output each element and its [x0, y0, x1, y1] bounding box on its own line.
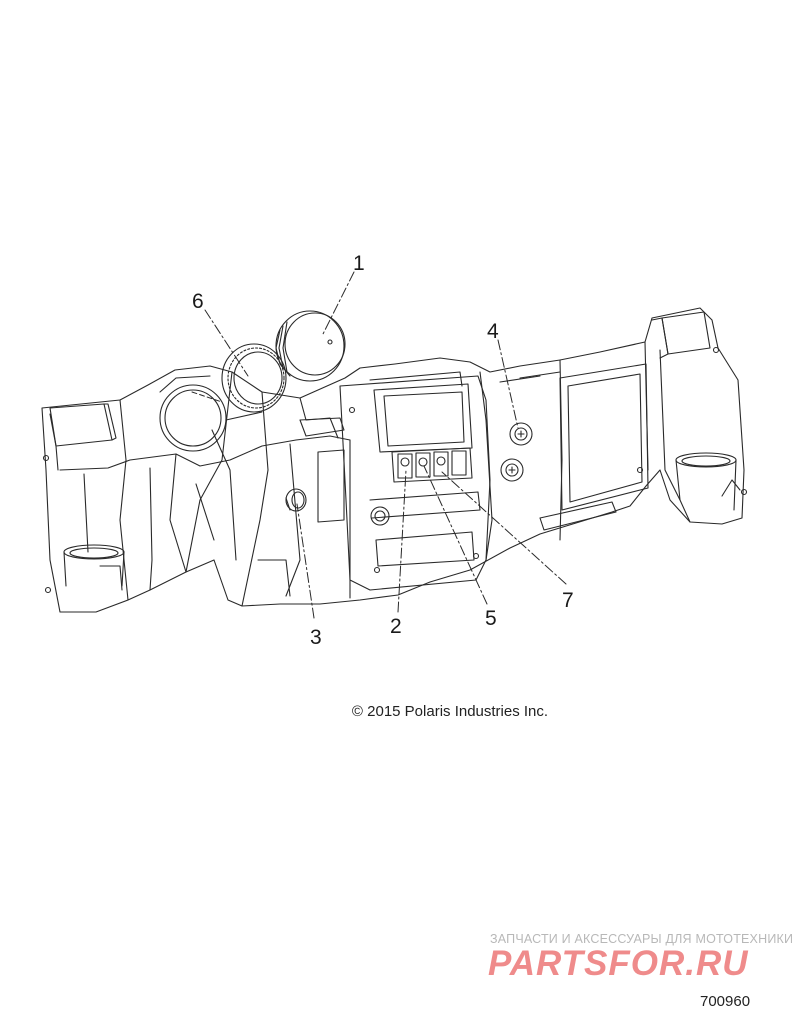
callout-4: 4: [487, 320, 499, 343]
rotary-knobs: [500, 422, 533, 482]
center-console: [339, 371, 491, 591]
bezel-ring: [221, 343, 287, 413]
leader-5: [423, 465, 488, 605]
glove-box: [499, 363, 649, 531]
leader-7: [441, 471, 567, 585]
callout-2: 2: [390, 615, 402, 638]
leader-1: [321, 271, 355, 337]
drawing-number: 700960: [700, 993, 751, 1010]
leader-4: [497, 339, 519, 429]
power-outlet: [285, 488, 307, 512]
callout-numbers: 1 2 3 4 5 6 7: [192, 252, 574, 649]
callout-3: 3: [310, 626, 322, 649]
right-end-cap: [636, 311, 748, 511]
callout-1: 1: [353, 252, 365, 275]
leader-lines: [191, 271, 567, 619]
leader-2: [397, 469, 407, 613]
gauge-unit: [275, 310, 346, 382]
copyright-notice: © 2015 Polaris Industries Inc.: [351, 703, 549, 720]
callout-5: 5: [485, 607, 497, 630]
watermark-tagline: ЗАПЧАСТИ И АКСЕССУАРЫ ДЛЯ МОТОТЕХНИКИ: [490, 932, 794, 946]
left-end-cap: [42, 403, 125, 594]
leader-6: [204, 309, 249, 377]
callout-6: 6: [192, 290, 204, 313]
watermark-logo: PARTSFOR.RU: [488, 944, 749, 983]
leader-3: [296, 503, 315, 619]
gauge-pod: [159, 375, 263, 452]
callout-7: 7: [562, 589, 574, 612]
